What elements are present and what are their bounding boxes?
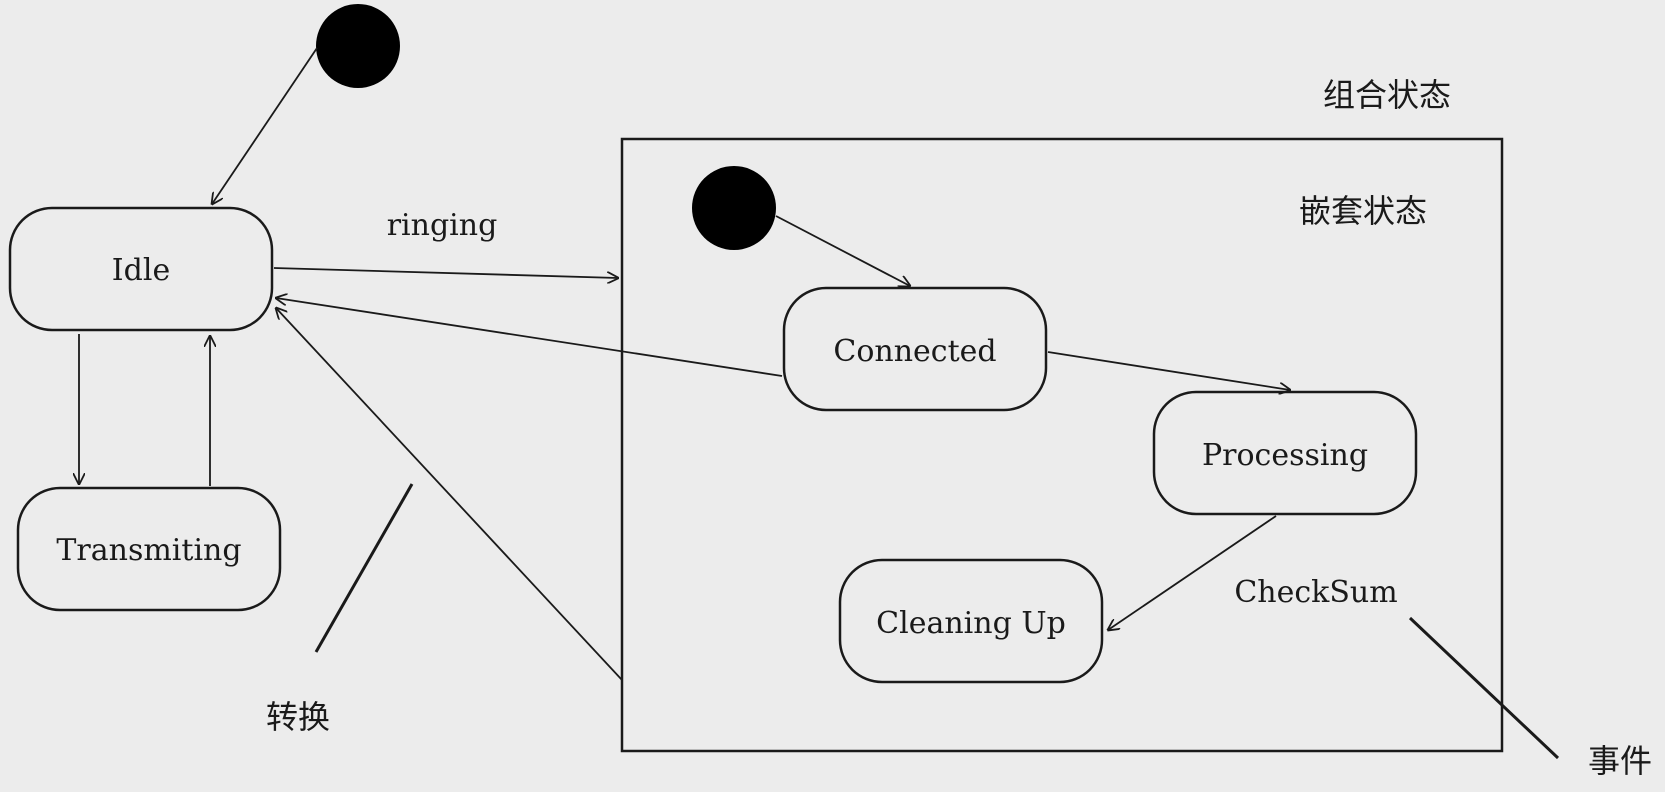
state-connected-label: Connected	[833, 334, 996, 369]
state-cleaning-up-box	[838, 558, 1104, 684]
state-connected-box	[782, 286, 1048, 412]
transition-label-checksum: CheckSum	[1234, 575, 1397, 610]
state-connected: Connected	[782, 286, 1048, 412]
state-idle-box	[8, 206, 274, 332]
transition-connected-to-processing	[1047, 351, 1290, 390]
state-transmiting-label: Transmiting	[56, 533, 241, 568]
transition-initial-to-idle	[212, 47, 318, 204]
state-cleaning-up-label: Cleaning Up	[876, 606, 1066, 641]
annotation-pointer-transition	[314, 483, 414, 653]
state-idle-label: Idle	[112, 253, 170, 288]
state-idle: Idle	[8, 206, 274, 332]
transition-connected-to-idle	[276, 298, 783, 377]
annotation-nested-state: 嵌套状态	[1299, 192, 1427, 230]
state-processing-label: Processing	[1202, 438, 1368, 473]
transition-idle-to-composite-ringing	[273, 267, 618, 278]
annotation-pointer-event	[1408, 616, 1560, 760]
annotation-composite-state: 组合状态	[1323, 76, 1451, 114]
transition-label-ringing: ringing	[387, 208, 498, 243]
initial-node-outer	[316, 4, 400, 88]
state-transmiting-box	[16, 486, 282, 612]
state-processing: Processing	[1152, 390, 1418, 516]
annotation-transition: 转换	[266, 698, 330, 736]
state-cleaning-up: Cleaning Up	[838, 558, 1104, 684]
transition-initial-to-connected	[775, 215, 910, 286]
initial-node-inner	[692, 166, 776, 250]
annotation-event: 事件	[1588, 742, 1652, 780]
state-transmiting: Transmiting	[16, 486, 282, 612]
transition-processing-to-cleaning-up	[1108, 515, 1277, 630]
transition-composite-to-idle	[276, 308, 623, 681]
